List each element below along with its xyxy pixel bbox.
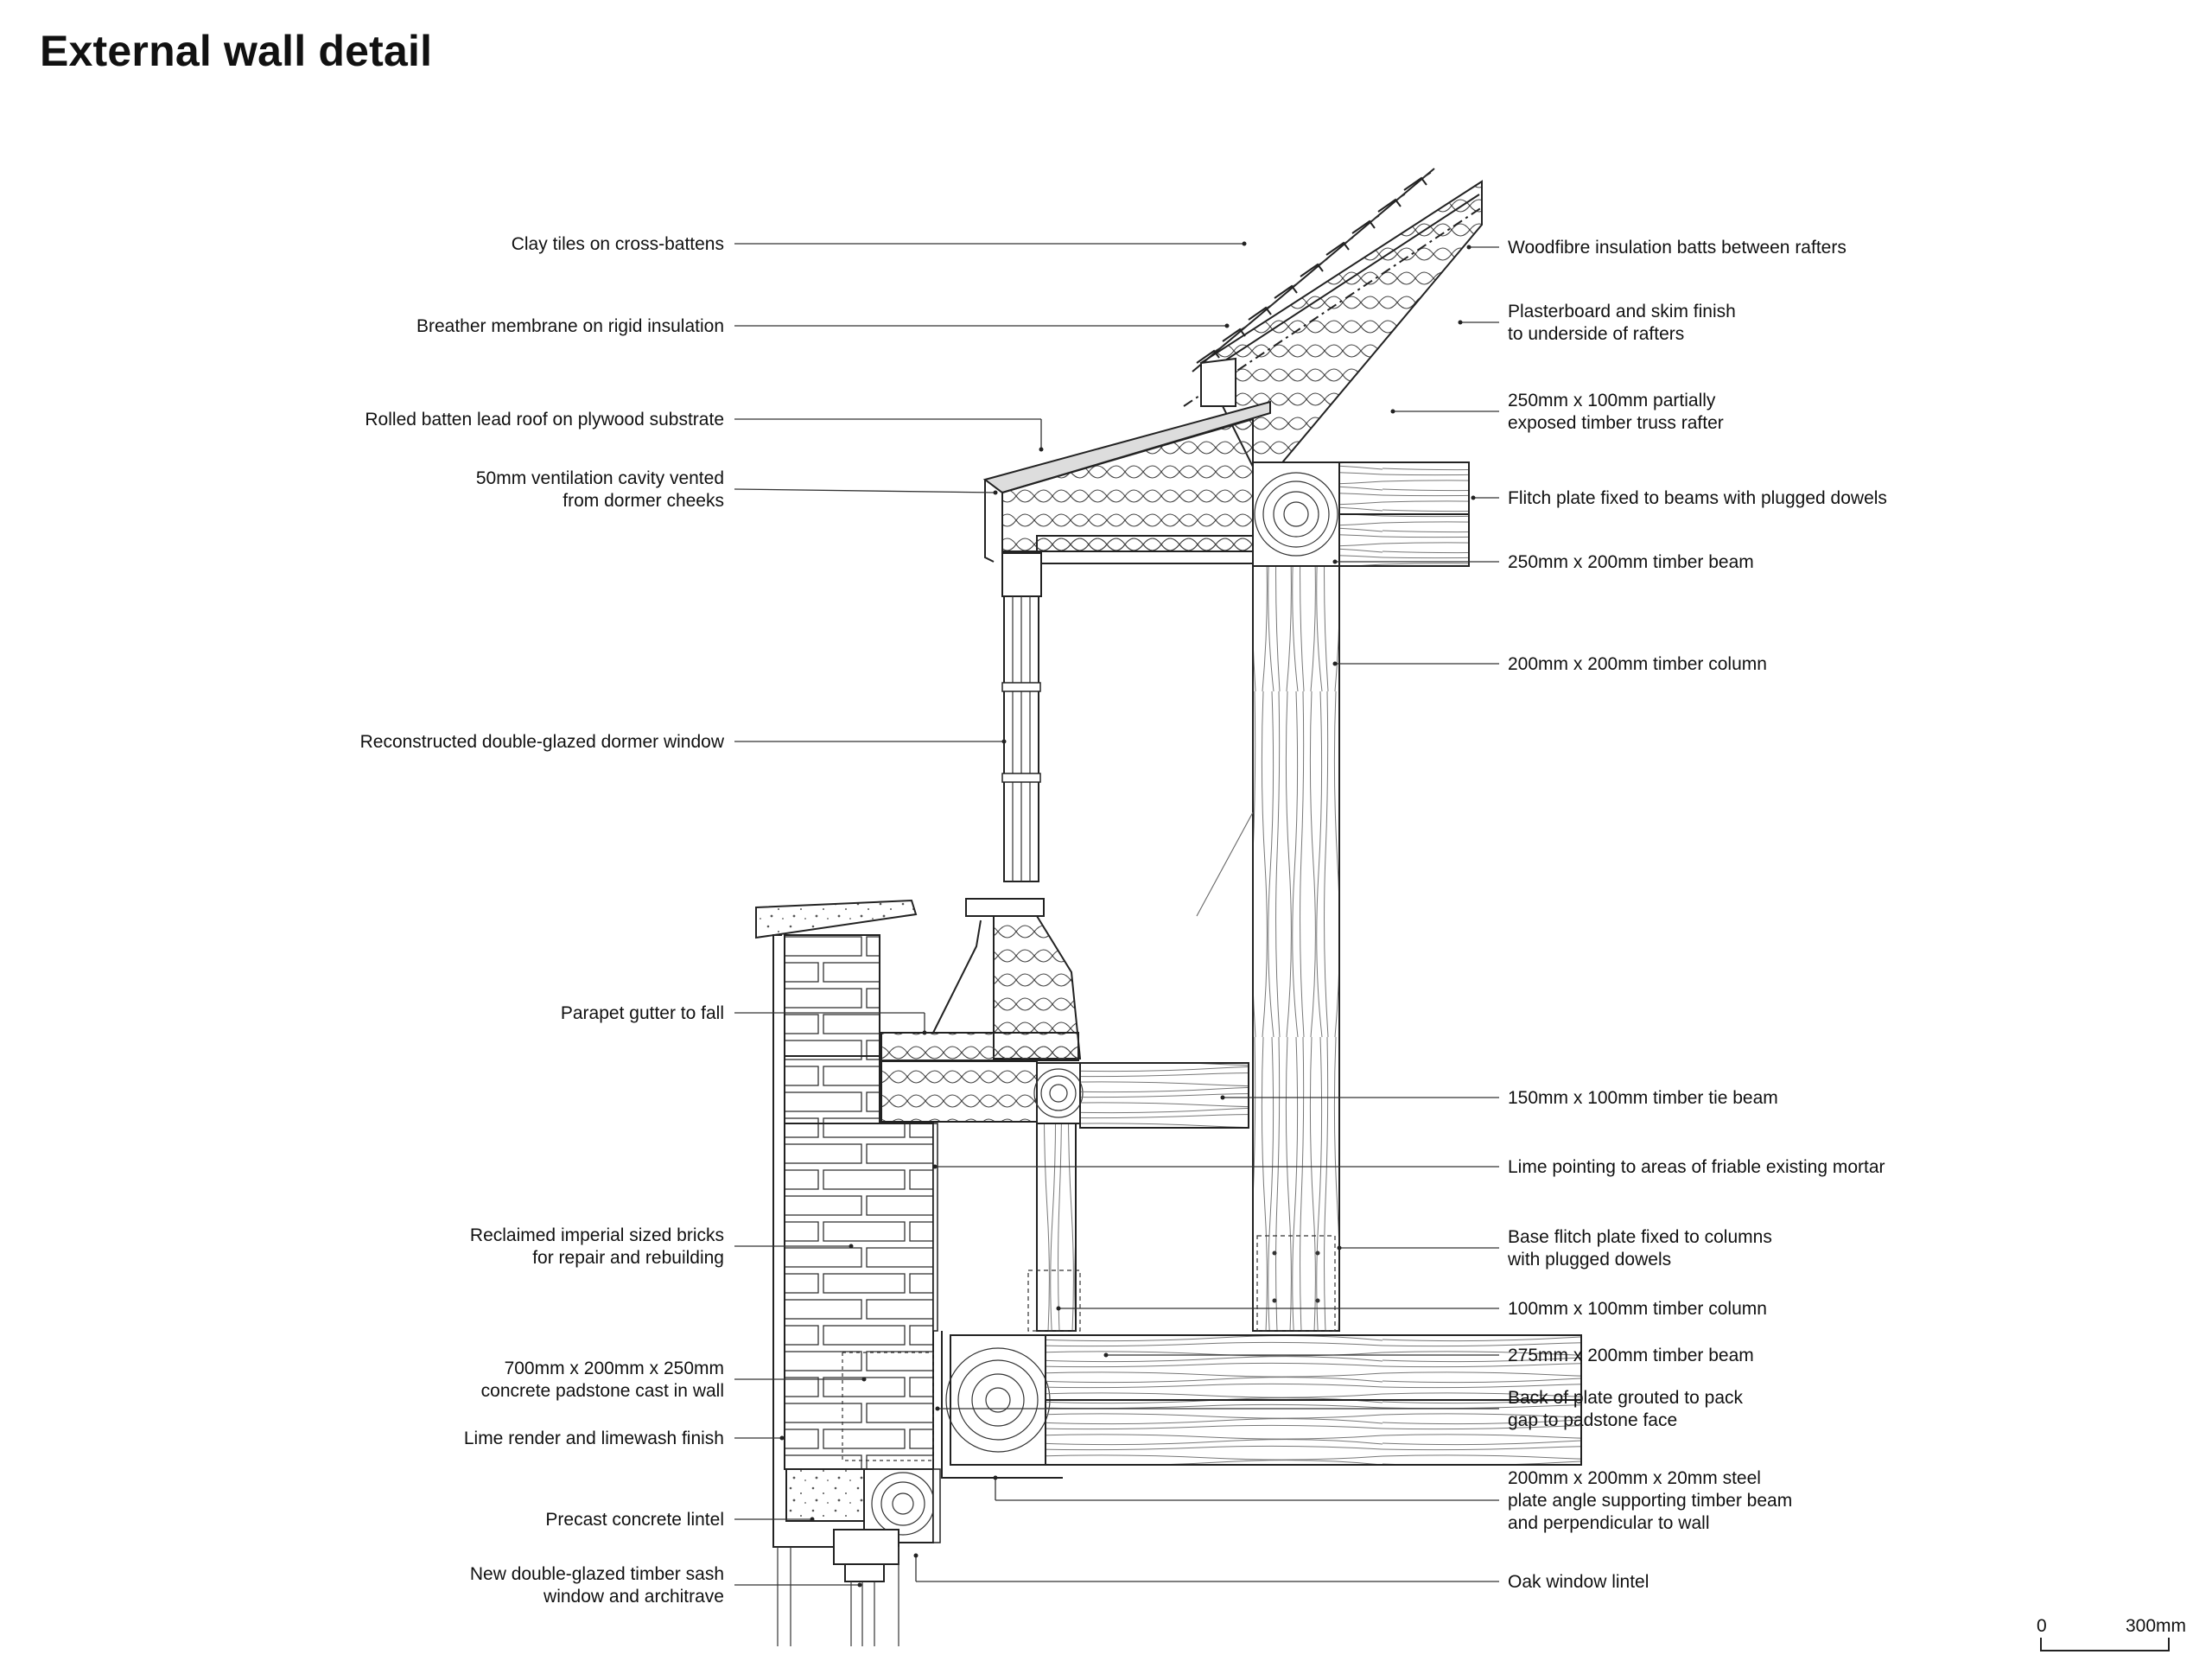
label-base-flitch-line-2: with plugged dowels: [1507, 1250, 1671, 1270]
label-concrete-lintel-line-1: Precast concrete lintel: [545, 1510, 724, 1530]
label-ventilation-cavity-line-1: 50mm ventilation cavity vented: [476, 468, 724, 488]
leader-dot-plasterboard: [1458, 320, 1463, 325]
leader-dot-breather-membrane: [1224, 323, 1230, 328]
label-beam-250-line-1: 250mm x 200mm timber beam: [1508, 552, 1754, 572]
label-base-flitch-line-1: Base flitch plate fixed to columns: [1508, 1227, 1772, 1247]
scale-bar-end-label: 300mm: [2126, 1616, 2186, 1636]
dormer-window: [965, 552, 1045, 917]
leader-dot-lead-roof: [1039, 447, 1044, 452]
label-lime-render-line-1: Lime render and limewash finish: [464, 1429, 724, 1448]
lead-roof: [982, 357, 1271, 563]
timber-structure: [941, 565, 1582, 1479]
leader-dot-dormer-window: [1001, 739, 1007, 744]
leader-dot-plate-grouted: [935, 1406, 940, 1411]
leader-dot-beam-275: [1103, 1352, 1109, 1358]
label-steel-angle-line-1: 200mm x 200mm x 20mm steel: [1508, 1468, 1761, 1488]
leader-dot-woodfibre-insulation: [1466, 245, 1471, 250]
leader-dot-reclaimed-bricks: [849, 1244, 854, 1249]
pitched-roof: [982, 168, 1483, 567]
label-clay-tiles-line-1: Clay tiles on cross-battens: [512, 234, 724, 254]
label-ventilation-cavity-line-2: from dormer cheeks: [563, 491, 724, 511]
label-lime-pointing-line-1: Lime pointing to areas of friable existi…: [1508, 1157, 1885, 1177]
scale-bar-start-label: 0: [2037, 1616, 2047, 1636]
label-reclaimed-bricks-line-2: for repair and rebuilding: [532, 1248, 724, 1268]
leader-dot-lime-pointing: [932, 1164, 938, 1169]
parapet-and-gutter: [755, 899, 1249, 1129]
label-truss-rafter-line-2: exposed timber truss rafter: [1508, 413, 1724, 433]
sash-window: [777, 1529, 899, 1646]
label-reclaimed-bricks-line-1: Reclaimed imperial sized bricks: [470, 1225, 724, 1245]
label-truss-rafter-line-1: 250mm x 100mm partially: [1508, 391, 1716, 410]
label-tie-beam-line-1: 150mm x 100mm timber tie beam: [1508, 1088, 1778, 1108]
label-column-100-line-1: 100mm x 100mm timber column: [1508, 1299, 1767, 1319]
label-padstone-line-2: concrete padstone cast in wall: [481, 1381, 724, 1401]
label-sash-window-line-1: New double-glazed timber sash: [470, 1564, 724, 1584]
label-steel-angle-line-2: plate angle supporting timber beam: [1508, 1491, 1792, 1511]
label-parapet-gutter-line-1: Parapet gutter to fall: [561, 1003, 724, 1023]
timber-beam-250: [1252, 461, 1470, 567]
leader-dot-oak-lintel: [913, 1553, 918, 1558]
label-oak-lintel-line-1: Oak window lintel: [1508, 1572, 1649, 1592]
label-padstone-line-1: 700mm x 200mm x 250mm: [505, 1359, 724, 1378]
leader-dot-truss-rafter: [1390, 409, 1395, 414]
leader-dot-beam-250: [1332, 559, 1338, 564]
leader-dot-ventilation-cavity: [993, 490, 998, 495]
label-dormer-window-line-1: Reconstructed double-glazed dormer windo…: [360, 732, 725, 752]
leader-ventilation-cavity: [734, 488, 996, 493]
leader-dot-lime-render: [779, 1435, 785, 1441]
label-column-200-line-1: 200mm x 200mm timber column: [1508, 654, 1767, 674]
label-plasterboard-line-2: to underside of rafters: [1508, 324, 1684, 344]
label-beam-275-line-1: 275mm x 200mm timber beam: [1508, 1346, 1754, 1365]
label-steel-angle-line-3: and perpendicular to wall: [1508, 1513, 1709, 1533]
label-lead-roof-line-1: Rolled batten lead roof on plywood subst…: [365, 410, 724, 430]
leader-dot-concrete-lintel: [810, 1517, 815, 1522]
label-plate-grouted-line-1: Back of plate grouted to pack: [1508, 1388, 1744, 1408]
label-sash-window-line-2: window and architrave: [543, 1587, 724, 1607]
page-title: External wall detail: [40, 27, 433, 75]
right-annotations: Woodfibre insulation batts between rafte…: [913, 238, 1887, 1592]
leader-dot-parapet-gutter: [922, 1030, 927, 1035]
leader-dot-clay-tiles: [1242, 241, 1247, 246]
clay-tile-courses: [1192, 168, 1435, 372]
leader-dot-column-200: [1332, 661, 1338, 666]
label-plate-grouted-line-2: gap to padstone face: [1508, 1410, 1677, 1430]
leader-dot-sash-window: [857, 1582, 862, 1588]
leader-dot-steel-angle: [993, 1475, 998, 1480]
label-plasterboard-line-1: Plasterboard and skim finish: [1508, 302, 1736, 321]
label-flitch-plate-line-1: Flitch plate fixed to beams with plugged…: [1508, 488, 1887, 508]
dormer-roof-insulation: [1001, 417, 1254, 564]
leader-dot-base-flitch: [1337, 1245, 1342, 1250]
leader-dot-tie-beam: [1220, 1095, 1225, 1100]
leader-dot-column-100: [1056, 1306, 1061, 1311]
leader-dot-flitch-plate: [1471, 495, 1476, 500]
label-breather-membrane-line-1: Breather membrane on rigid insulation: [416, 316, 724, 336]
brick-wall: [772, 934, 941, 1548]
label-woodfibre-insulation-line-1: Woodfibre insulation batts between rafte…: [1508, 238, 1847, 258]
leader-dot-padstone: [861, 1377, 867, 1382]
scale-bar: 0 300mm: [2037, 1616, 2186, 1651]
